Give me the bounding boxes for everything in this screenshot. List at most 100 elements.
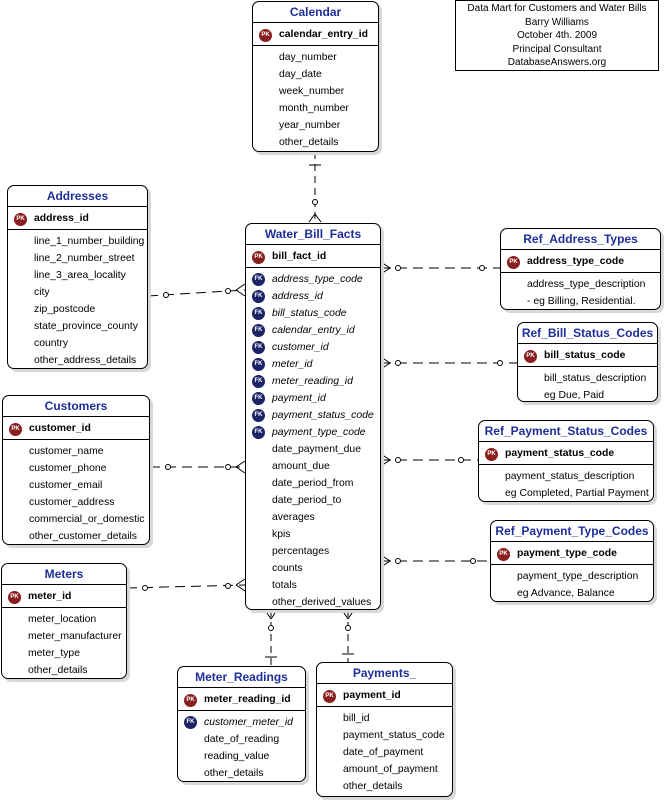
attribute-field: other_details: [253, 134, 378, 151]
field-name: eg Completed, Partial Payment: [505, 488, 649, 499]
note-line: October 4th. 2009: [516, 30, 598, 41]
field-name: bill_id: [343, 713, 370, 724]
field-name: customer_address: [29, 497, 115, 508]
field-name: percentages: [272, 546, 330, 557]
attribute-field: other_address_details: [8, 352, 147, 368]
entity-title: Ref_Payment_Type_Codes: [491, 521, 653, 542]
field-name: year_number: [279, 120, 341, 131]
note-line: Data Mart for Customers and Water Bills: [467, 3, 647, 14]
attribute-field: day_number: [253, 49, 378, 66]
field-name: customer_id: [272, 342, 329, 353]
attribute-field: eg Advance, Balance: [491, 585, 653, 601]
field-name: commercial_or_domestic: [29, 514, 145, 525]
attribute-field: bill_id: [317, 710, 452, 727]
attribute-field: city: [8, 284, 147, 301]
field-name: payment_status_code: [505, 448, 615, 459]
field-name: address_id: [272, 291, 323, 302]
attribute-field: other_details: [317, 778, 452, 795]
attribute-field: payment_status_code: [317, 727, 452, 744]
field-name: other_details: [28, 665, 88, 676]
foreign-key-icon: FK: [252, 290, 265, 303]
attribute-field: kpis: [246, 526, 380, 543]
field-name: totals: [272, 580, 297, 591]
field-name: day_number: [279, 52, 337, 63]
attribute-field: line_2_number_street: [8, 250, 147, 267]
field-name: kpis: [272, 529, 291, 540]
primary-key-icon: PK: [184, 694, 197, 707]
attribute-field: meter_location: [2, 611, 126, 628]
entity-title: Ref_Address_Types: [501, 229, 660, 250]
field-name: - eg Billing, Residential.: [527, 296, 636, 307]
primary-key-icon: PK: [497, 548, 510, 561]
field-name: meter_type: [28, 648, 80, 659]
diagram-info-note: Data Mart for Customers and Water Bills …: [455, 0, 659, 71]
field-name: customer_meter_id: [204, 717, 293, 728]
field-name: meter_location: [28, 614, 97, 625]
field-name: country: [34, 338, 69, 349]
attribute-field: week_number: [253, 83, 378, 100]
field-name: address_type_code: [527, 256, 625, 267]
attribute-field: other_details: [178, 765, 305, 781]
field-name: other_derived_values: [272, 597, 372, 608]
attribute-field: address_type_description: [501, 276, 660, 293]
attribute-field: day_date: [253, 66, 378, 83]
field-name: other_details: [343, 781, 403, 792]
field-name: address_type_description: [527, 279, 646, 290]
field-name: line_2_number_street: [34, 253, 135, 264]
attribute-field: line_1_number_building: [8, 233, 147, 250]
field-name: reading_value: [204, 751, 270, 762]
attribute-field: customer_address: [3, 494, 149, 511]
field-name: customer_name: [29, 446, 104, 457]
attribute-field: meter_type: [2, 645, 126, 662]
attribute-field: date_period_from: [246, 475, 380, 492]
field-name: counts: [272, 563, 303, 574]
attribute-field: reading_value: [178, 748, 305, 765]
attribute-field: date_of_reading: [178, 731, 305, 748]
entity-title: Addresses: [8, 186, 147, 207]
field-name: zip_postcode: [34, 304, 96, 315]
field-name: payment_type_description: [517, 571, 639, 582]
field-name: payment_type_code: [272, 427, 366, 438]
attribute-field: customer_phone: [3, 460, 149, 477]
link-facts-refpaymentstatus: [380, 453, 478, 467]
attribute-field: eg Due, Paid: [518, 387, 657, 401]
link-facts-refbillstatus: [380, 356, 517, 370]
field-name: averages: [272, 512, 315, 523]
link-facts-payments: [341, 609, 355, 662]
attribute-field: date_payment_due: [246, 441, 380, 458]
field-name: payment_status_code: [343, 730, 445, 741]
field-name: customer_email: [29, 480, 103, 491]
field-name: amount_of_payment: [343, 764, 438, 775]
